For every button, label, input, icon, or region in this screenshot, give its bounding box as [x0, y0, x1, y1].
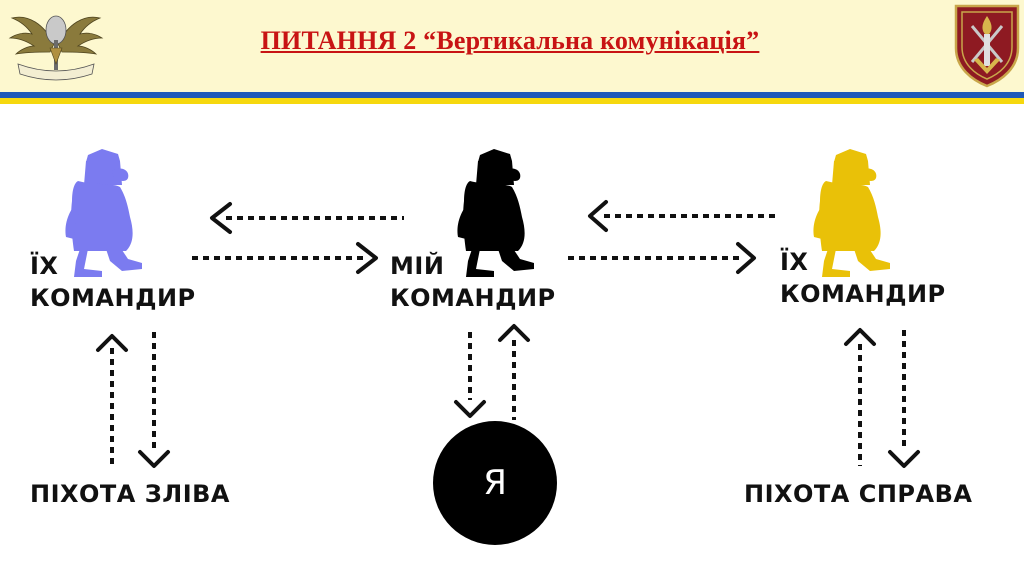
header-stripe-blue [0, 92, 1024, 98]
left-commander-line1: ЇХ [30, 252, 59, 280]
arrowhead-down-icon [454, 400, 486, 418]
right-commander-line1: ЇХ [780, 248, 809, 276]
arrowhead-down-icon [138, 450, 170, 468]
shield-torch-emblem-icon [954, 4, 1020, 88]
arrowhead-down-icon [888, 450, 920, 468]
arrowhead-up-icon [96, 334, 128, 352]
communication-diagram [65, 149, 920, 545]
my-commander-label: МІЙ КОМАНДИР [390, 250, 556, 314]
self-circle [433, 421, 557, 545]
arrowhead-right-icon [736, 242, 756, 274]
arrowhead-left-icon [210, 202, 232, 234]
slide-title: ПИТАННЯ 2 “Вертикальна комунікація” [260, 26, 760, 55]
infantry-right-label: ПІХОТА СПРАВА [744, 480, 973, 508]
left-commander-label: ЇХ КОМАНДИР [30, 250, 196, 314]
right-commander-label: ЇХ КОМАНДИР [780, 246, 946, 310]
arrowhead-right-icon [356, 242, 378, 274]
my-commander-line2: КОМАНДИР [390, 284, 556, 312]
header-stripe-yellow [0, 98, 1024, 104]
self-label: Я [483, 463, 507, 503]
slide-header [0, 0, 1024, 92]
arrowhead-up-icon [498, 324, 530, 342]
military-wings-emblem-icon [8, 15, 104, 81]
arrowhead-up-icon [844, 328, 876, 346]
arrowhead-left-icon [588, 200, 608, 232]
my-commander-line1: МІЙ [390, 252, 445, 280]
left-commander-line2: КОМАНДИР [30, 284, 196, 312]
infantry-left-label: ПІХОТА ЗЛІВА [30, 480, 231, 508]
right-commander-line2: КОМАНДИР [780, 280, 946, 308]
